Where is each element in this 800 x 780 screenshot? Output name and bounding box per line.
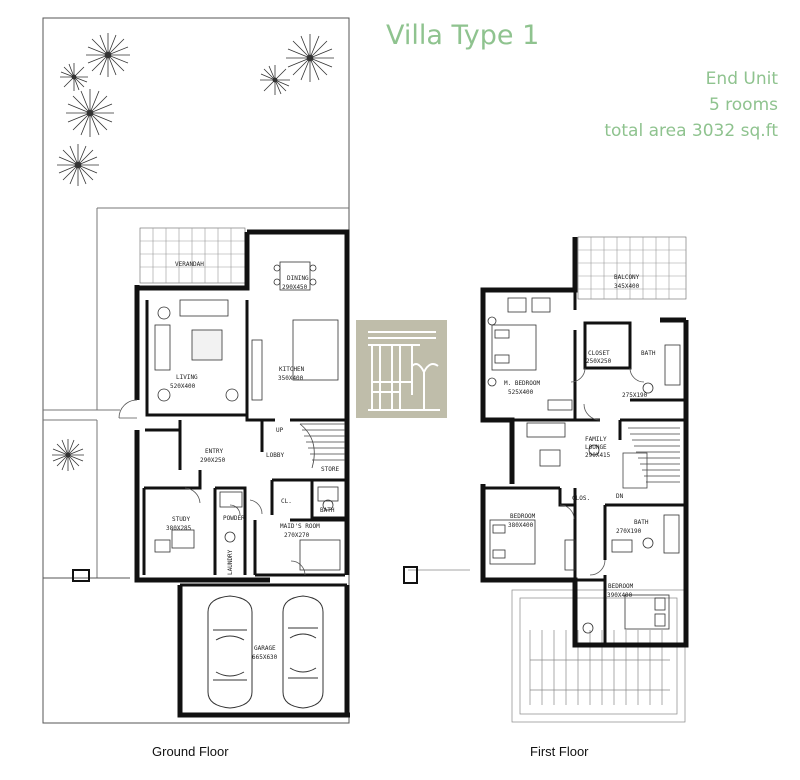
label-study-size: 380X285 xyxy=(166,525,192,532)
label-laundry: LAUNDRY xyxy=(227,549,234,575)
label-maids-size: 270X270 xyxy=(284,532,310,539)
total-area: total area 3032 sq.ft xyxy=(604,121,778,141)
label-balcony-size: 345X400 xyxy=(614,283,640,290)
first-furniture xyxy=(487,297,681,634)
label-kitchen-size: 350X400 xyxy=(278,375,304,382)
label-store: STORE xyxy=(321,466,339,473)
label-lobby: LOBBY xyxy=(266,452,284,459)
balcony-paving xyxy=(577,236,687,300)
label-living: LIVING xyxy=(176,374,198,381)
label-entry-size: 290X250 xyxy=(200,457,226,464)
label-up: UP xyxy=(276,427,284,434)
label-living-size: 520X400 xyxy=(170,383,196,390)
label-bedroom-1: BEDROOM xyxy=(510,513,536,520)
ground-exterior-walls xyxy=(134,229,350,718)
label-powder: POWDER xyxy=(223,515,245,522)
ground-furniture xyxy=(154,261,341,571)
ground-floor-plan: VERANDAH DINING 290X450 LIVING 520X400 K… xyxy=(42,17,350,724)
ground-floor-label: Ground Floor xyxy=(152,744,229,759)
roof-below xyxy=(403,566,686,723)
label-closet-ground: CL. xyxy=(281,498,292,505)
page-title: Villa Type 1 xyxy=(386,20,540,51)
label-bath-ground: BATH xyxy=(320,507,335,514)
label-dn: DN xyxy=(616,493,624,500)
label-maids-room: MAID'S ROOM xyxy=(280,523,320,530)
label-family-size: 290X415 xyxy=(585,452,611,459)
label-bedroom-2: BEDROOM xyxy=(608,583,634,590)
label-study: STUDY xyxy=(172,516,190,523)
label-bath-2: BATH xyxy=(634,519,649,526)
label-clos: CLOS. xyxy=(572,495,590,502)
label-bedroom-2-size: 390X400 xyxy=(607,592,633,599)
label-dining: DINING xyxy=(287,275,309,282)
label-lounge: LOUNGE xyxy=(585,444,607,451)
label-family: FAMILY xyxy=(585,436,607,443)
label-balcony: BALCONY xyxy=(614,274,640,281)
ground-interior-walls xyxy=(142,300,347,587)
room-count: 5 rooms xyxy=(708,95,778,115)
label-garage: GARAGE xyxy=(254,645,276,652)
ground-doors xyxy=(118,399,306,576)
label-bedroom-1-size: 380X400 xyxy=(508,522,534,529)
label-closet-first-size: 250X250 xyxy=(586,358,612,365)
label-garage-size: 665X630 xyxy=(252,654,278,661)
label-bath-2-size: 270X190 xyxy=(616,528,642,535)
label-kitchen: KITCHEN xyxy=(279,366,305,373)
developer-logo xyxy=(356,320,447,418)
first-floor-plan: BALCONY 345X400 CLOSET 250X250 BATH 275X… xyxy=(403,236,689,723)
label-closet-first: CLOSET xyxy=(588,350,610,357)
unit-type: End Unit xyxy=(705,69,778,89)
tree-icon xyxy=(52,33,334,471)
label-bath-1: BATH xyxy=(641,350,656,357)
first-stairs xyxy=(622,427,680,489)
label-bath-1-size: 275X190 xyxy=(622,392,648,399)
label-dining-size: 290X450 xyxy=(282,284,308,291)
first-floor-label: First Floor xyxy=(530,744,589,759)
verandah-paving xyxy=(139,227,246,284)
label-master-size: 525X400 xyxy=(508,389,534,396)
car-icon xyxy=(207,595,324,709)
ground-stairs xyxy=(299,423,345,469)
first-exterior-walls xyxy=(480,237,689,648)
first-doors xyxy=(559,367,645,576)
label-verandah: VERANDAH xyxy=(175,261,204,268)
label-master-bedroom: M. BEDROOM xyxy=(504,380,541,387)
label-entry: ENTRY xyxy=(205,448,223,455)
